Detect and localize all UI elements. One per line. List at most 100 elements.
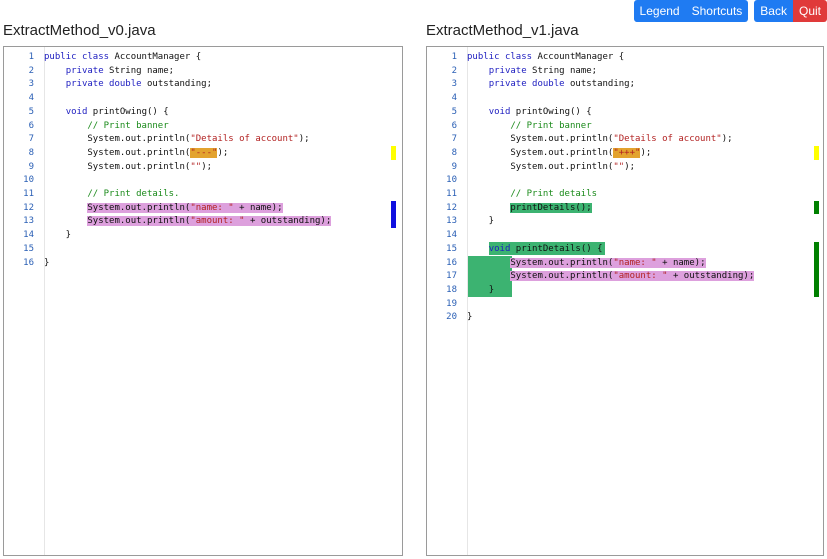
change-marker[interactable]: [391, 200, 396, 229]
code-segment: [467, 271, 510, 281]
code-token: );: [298, 134, 310, 145]
shortcuts-button[interactable]: Shortcuts: [685, 0, 749, 22]
code-token: out: [125, 147, 142, 158]
line-number: 15: [446, 243, 457, 254]
code-token: [44, 66, 66, 76]
code-token: outstanding: [683, 271, 744, 282]
code-segment: // Print details: [467, 189, 597, 199]
code-token: println: [569, 161, 608, 172]
code-token: "": [613, 161, 625, 172]
code-segment: System.out.println("Details of account")…: [467, 134, 732, 144]
code-token: out: [548, 257, 565, 268]
code-line: 9 System.out.println("");: [427, 160, 823, 174]
line-number: 7: [451, 134, 457, 145]
line-number: 3: [451, 79, 457, 90]
code-token: );: [320, 216, 332, 227]
code-text: private String name;: [467, 64, 597, 78]
code-token: private: [65, 65, 104, 76]
code-segment: System.out.println("Details of account")…: [44, 134, 310, 145]
code-segment: private double outstanding;: [467, 79, 635, 89]
code-token: println: [569, 147, 608, 158]
code-line: 4: [427, 91, 823, 105]
diff-highlight: System.out.println("amount: " + outstand…: [87, 216, 332, 227]
code-text: System.out.println("+++");: [467, 146, 651, 160]
line-number: 5: [451, 106, 457, 117]
code-segment: private double outstanding;: [44, 79, 212, 89]
code-token: .: [564, 161, 570, 172]
line-number: 1: [451, 52, 457, 62]
code-token: class: [81, 52, 110, 62]
code-token: ();: [575, 202, 592, 213]
line-number: 16: [446, 257, 457, 268]
change-marker[interactable]: [391, 145, 396, 160]
code-token: name: [146, 65, 169, 76]
code-token: println: [146, 147, 185, 158]
code-token: name: [569, 65, 592, 76]
code-text: System.out.println("name: " + name);: [44, 201, 283, 215]
code-line: 12 printDetails();: [427, 201, 823, 215]
line-number: 20: [446, 312, 457, 323]
code-token: System: [510, 161, 543, 172]
code-token: private: [488, 79, 527, 90]
legend-button[interactable]: Legend: [633, 0, 686, 22]
diff-highlight: System.out.println("name: " + name);: [87, 202, 283, 213]
code-text: System.out.println("");: [467, 160, 635, 174]
code-token: [467, 271, 510, 281]
code-token: void: [488, 106, 511, 117]
code-text: public class AccountManager {: [467, 50, 624, 64]
line-number: 2: [28, 65, 34, 76]
code-token: System: [87, 202, 120, 213]
code-segment: }: [44, 258, 49, 268]
code-token: "name: ": [190, 202, 234, 213]
quit-button[interactable]: Quit: [792, 0, 827, 22]
code-token: (: [184, 216, 191, 227]
code-token: [467, 107, 489, 117]
code-segment: [467, 244, 489, 254]
code-token: .: [141, 134, 147, 145]
code-segment: [467, 285, 489, 295]
code-text: }: [467, 214, 494, 228]
code-token: [467, 66, 489, 76]
code-token: private: [65, 79, 104, 90]
code-token: [44, 134, 87, 144]
code-token: +: [667, 271, 684, 282]
code-text: }: [44, 228, 71, 242]
code-segment: // Print details.: [44, 189, 179, 199]
change-marker[interactable]: [814, 241, 819, 297]
line-number: 19: [446, 298, 457, 309]
code-token: .: [141, 216, 147, 227]
code-segment: void printOwing() {: [467, 107, 592, 117]
code-token: [467, 79, 489, 89]
code-token: ;: [591, 65, 598, 76]
code-token: );: [201, 161, 213, 172]
code-token: name: [672, 257, 695, 268]
code-token: }: [488, 284, 495, 295]
code-line: 7 System.out.println("Details of account…: [4, 132, 402, 146]
line-number: 9: [28, 161, 34, 172]
line-number: 11: [446, 189, 457, 199]
code-text: }: [44, 256, 49, 270]
code-line: 16 System.out.println("name: " + name);: [427, 256, 823, 270]
line-number: 16: [23, 257, 34, 268]
code-token: AccountManager: [537, 52, 614, 62]
code-token: System: [510, 271, 543, 282]
code-segment: [44, 216, 87, 226]
line-number: 18: [446, 284, 457, 295]
code-line: 14: [427, 228, 823, 242]
code-token: .: [564, 257, 570, 268]
code-line: 7 System.out.println("Details of account…: [427, 132, 823, 146]
code-token: [467, 189, 510, 199]
code-token: outstanding: [260, 216, 321, 227]
code-token: .: [119, 216, 126, 227]
back-button[interactable]: Back: [754, 0, 793, 22]
code-token: println: [146, 202, 185, 213]
change-marker[interactable]: [814, 145, 819, 160]
code-token: }: [44, 230, 72, 241]
diff-highlight: "---": [190, 147, 218, 158]
code-text: System.out.println("amount: " + outstand…: [44, 214, 332, 228]
change-marker[interactable]: [814, 200, 819, 215]
code-token: (: [607, 257, 614, 268]
